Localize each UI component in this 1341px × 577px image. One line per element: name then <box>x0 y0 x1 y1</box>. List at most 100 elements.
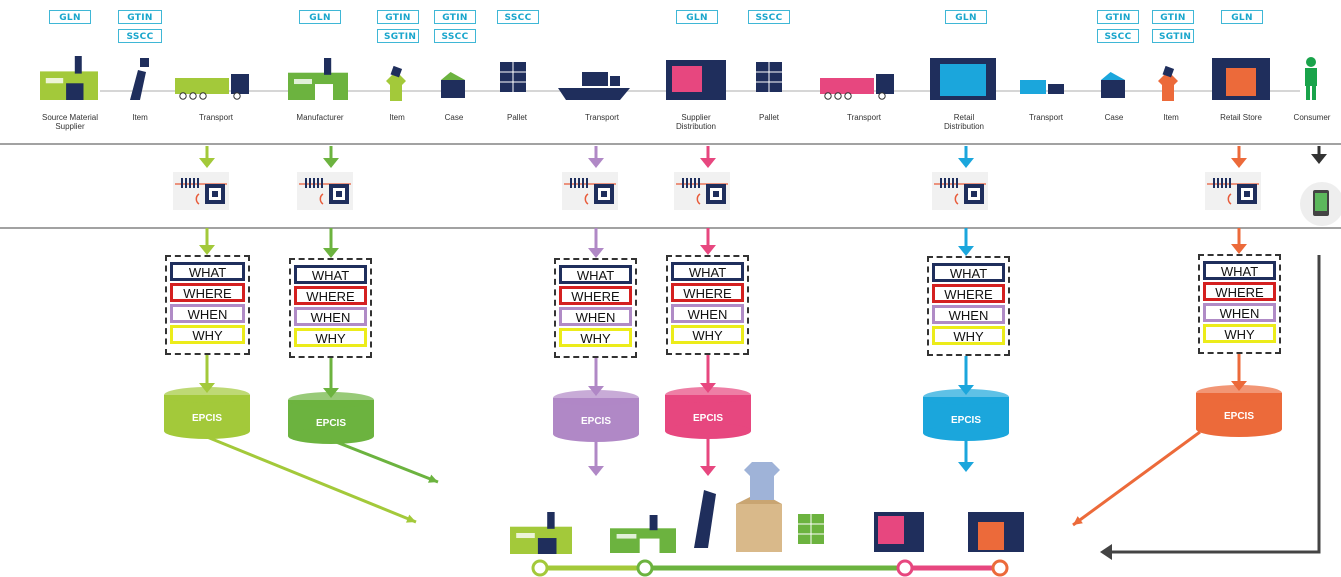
stage-label: Transport <box>585 113 619 122</box>
item-icon <box>744 462 780 500</box>
stage-label: Retail Distribution <box>943 113 984 131</box>
what-label: WHAT <box>671 262 744 281</box>
ship-icon <box>558 72 630 100</box>
what-label: WHAT <box>170 262 245 281</box>
stage-label: Source Material Supplier <box>41 113 99 131</box>
smartphone-icon <box>1300 182 1341 226</box>
epcis-label: EPCIS <box>1224 411 1254 422</box>
where-label: WHERE <box>559 286 632 305</box>
tag-gtin: GTIN <box>434 10 476 24</box>
case-icon <box>736 492 782 552</box>
truck-icon <box>820 74 894 100</box>
stage-label: Transport <box>847 113 881 122</box>
what-label: WHAT <box>932 263 1005 282</box>
rfid-reader-icon <box>932 172 988 210</box>
case-icon <box>441 72 465 98</box>
epcis-database-icon: EPCIS <box>288 392 374 444</box>
tag-gln: GLN <box>676 10 718 24</box>
what-label: WHAT <box>1203 261 1276 280</box>
timeline-node <box>991 559 1009 577</box>
when-label: WHEN <box>671 304 744 323</box>
event-dimensions-box: WHAT WHERE WHEN WHY <box>927 256 1010 356</box>
why-label: WHY <box>1203 324 1276 343</box>
why-label: WHY <box>294 328 367 347</box>
stage-label: Item <box>389 113 405 122</box>
why-label: WHY <box>170 325 245 344</box>
pallet-icon <box>798 514 824 544</box>
stage-label: Item <box>1163 113 1179 122</box>
event-dimensions-box: WHAT WHERE WHEN WHY <box>165 255 250 355</box>
tag-gln: GLN <box>945 10 987 24</box>
source-supplier-icon <box>40 56 98 100</box>
epcis-label: EPCIS <box>951 415 981 426</box>
tag-gln: GLN <box>1221 10 1263 24</box>
flows: EPCIS EPCIS EPCIS EPCIS EPCIS EPCIS <box>164 146 1341 560</box>
when-label: WHEN <box>294 307 367 326</box>
where-label: WHERE <box>294 286 367 305</box>
epcis-database-icon: EPCIS <box>164 387 250 439</box>
tag-sscc: SSCC <box>434 29 476 43</box>
rfid-reader-icon <box>674 172 730 210</box>
where-label: WHERE <box>932 284 1005 303</box>
epcis-label: EPCIS <box>192 413 222 424</box>
tag-gtin: GTIN <box>377 10 419 24</box>
event-dimensions-box: WHAT WHERE WHEN WHY <box>289 258 372 358</box>
stage-label: Item <box>132 113 148 122</box>
tag-sscc: SSCC <box>118 29 162 43</box>
tag-sgtin: SGTIN <box>1152 29 1194 43</box>
tag-gtin: GTIN <box>1152 10 1194 24</box>
stage-label: Pallet <box>758 113 779 122</box>
why-label: WHY <box>671 325 744 344</box>
warehouse-icon <box>930 58 996 100</box>
tag-gln: GLN <box>299 10 341 24</box>
event-flow: EPCIS <box>923 146 1009 441</box>
pallet-icon <box>500 62 526 92</box>
stage-label: Retail Store <box>1220 113 1262 122</box>
epcis-database-icon: EPCIS <box>665 387 751 439</box>
when-label: WHEN <box>932 305 1005 324</box>
when-label: WHEN <box>170 304 245 323</box>
when-label: WHEN <box>1203 303 1276 322</box>
stage-label: Supplier Distribution <box>675 113 716 131</box>
epcis-label: EPCIS <box>693 413 723 424</box>
why-label: WHY <box>932 326 1005 345</box>
stage-label: Case <box>444 113 464 122</box>
when-label: WHEN <box>559 307 632 326</box>
tag-sscc: SSCC <box>497 10 539 24</box>
factory-icon <box>610 515 676 553</box>
warehouse-icon <box>874 512 924 552</box>
truck-icon <box>175 74 249 100</box>
event-dimensions-box: WHAT WHERE WHEN WHY <box>666 255 749 355</box>
consumer-flow <box>1100 146 1341 560</box>
event-dimensions-box: WHAT WHERE WHEN WHY <box>1198 254 1281 354</box>
tag-sscc: SSCC <box>1097 29 1139 43</box>
item-icon <box>694 490 716 548</box>
bottom-summary <box>510 462 1024 577</box>
rfid-reader-icon <box>297 172 353 210</box>
epcis-database-icon: EPCIS <box>553 390 639 442</box>
epcis-database-icon: EPCIS <box>1196 385 1282 437</box>
rfid-reader-icon <box>562 172 618 210</box>
warehouse-icon <box>666 60 726 100</box>
store-icon <box>968 512 1024 552</box>
truck-icon <box>1020 80 1064 94</box>
stage-label: Pallet <box>506 113 527 122</box>
stage-label: Transport <box>1029 113 1063 122</box>
tag-gtin: GTIN <box>118 10 162 24</box>
store-icon <box>1212 58 1270 100</box>
stage-label: Transport <box>199 113 233 122</box>
where-label: WHERE <box>170 283 245 302</box>
timeline-node <box>636 559 654 577</box>
epcis-database-icon: EPCIS <box>923 389 1009 441</box>
timeline-node <box>531 559 549 577</box>
tag-gtin: GTIN <box>1097 10 1139 24</box>
what-label: WHAT <box>559 265 632 284</box>
item-icon <box>386 65 406 101</box>
rfid-reader-icon <box>173 172 229 210</box>
pallet-icon <box>756 62 782 92</box>
source-supplier-icon <box>510 512 572 554</box>
tag-sscc: SSCC <box>748 10 790 24</box>
where-label: WHERE <box>671 283 744 302</box>
